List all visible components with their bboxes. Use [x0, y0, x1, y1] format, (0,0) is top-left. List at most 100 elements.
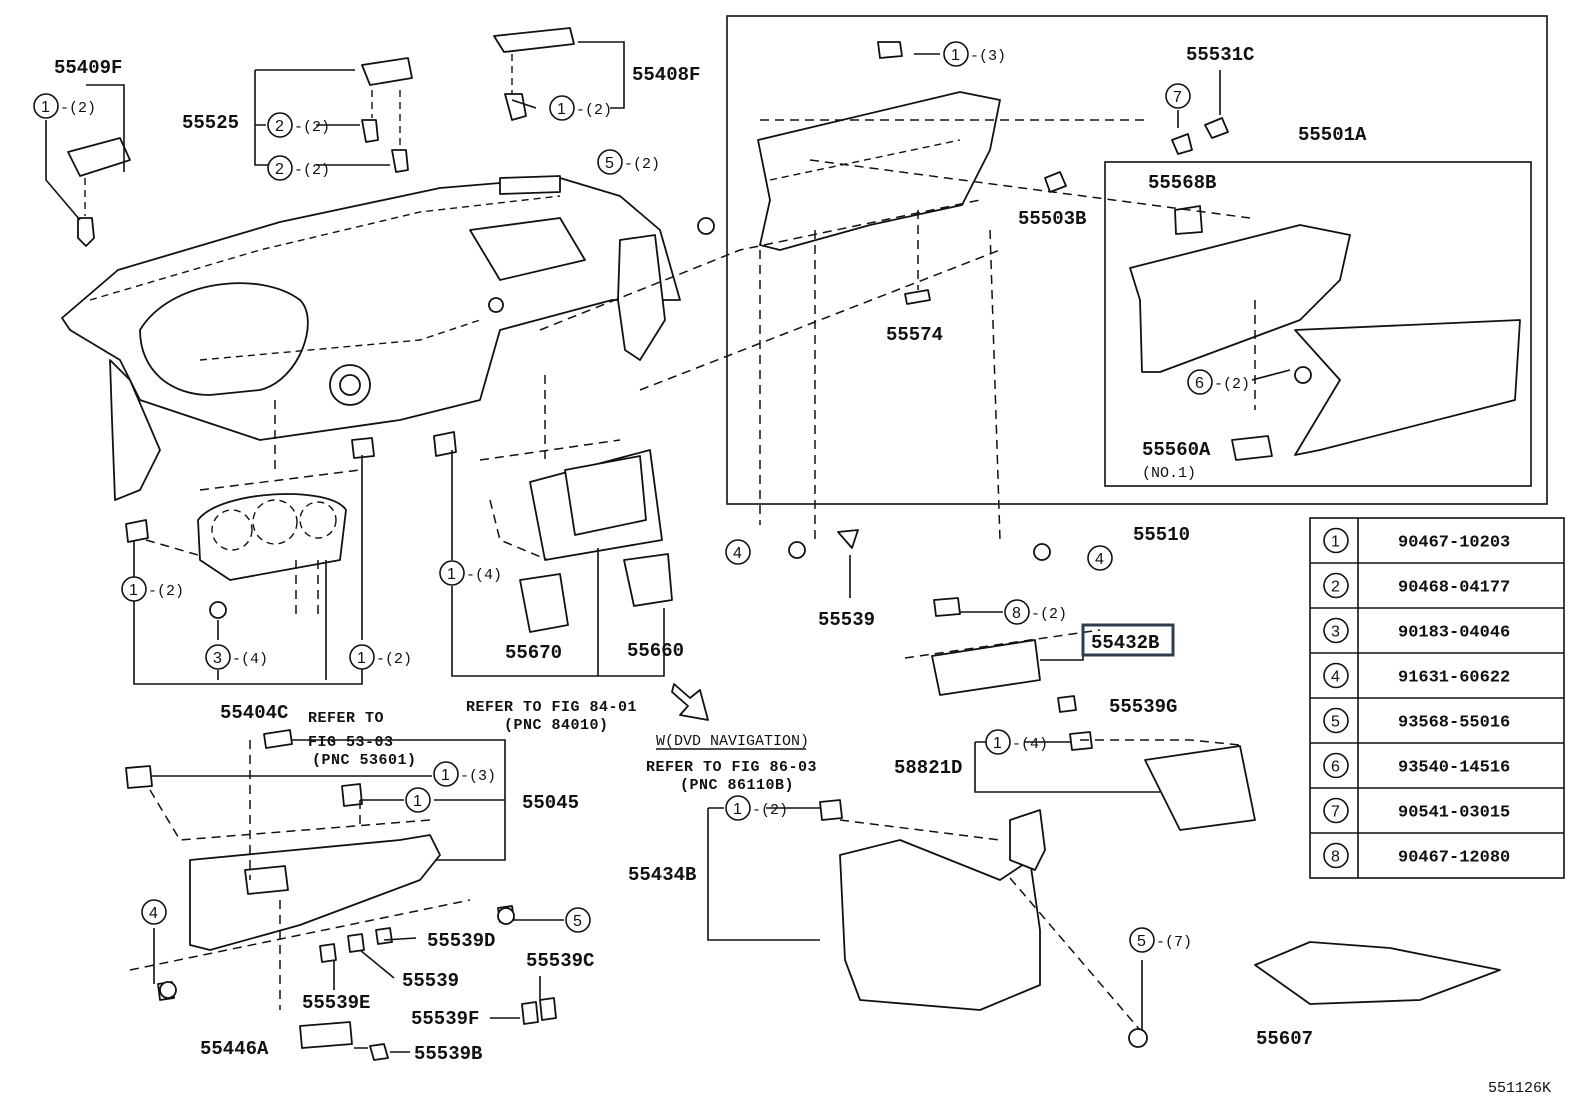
callout-console-5: 5 -(7) [1129, 927, 1192, 953]
glove-box-group-frame [726, 15, 1548, 505]
label-55446A: 55446A [200, 1038, 269, 1060]
legend-number: 1 [1331, 534, 1340, 551]
label-55607: 55607 [1256, 1028, 1313, 1050]
svg-text:5: 5 [573, 913, 582, 930]
label-55539F: 55539F [411, 1008, 479, 1030]
callout-cluster-1-2b: 1 -(2) [349, 644, 412, 670]
callout-1-4: 1 -(4) [439, 560, 502, 586]
label-55539G: 55539G [1109, 696, 1177, 718]
legend-part-number: 91631-60622 [1398, 669, 1510, 688]
ref-fig53-line3: (PNC 53601) [312, 752, 417, 769]
callout-top-3: 1-(3) [943, 41, 1006, 67]
highlight-box-55432B [1081, 623, 1175, 657]
svg-text:1: 1 [357, 650, 366, 667]
svg-text:1: 1 [993, 735, 1002, 752]
legend-number-circle [1323, 752, 1349, 779]
svg-text:2: 2 [275, 118, 284, 135]
legend-number: 8 [1331, 849, 1340, 866]
ref-fig53-line1: REFER TO [308, 710, 384, 727]
ref-fig86-line1: REFER TO FIG 86-03 [646, 759, 817, 776]
label-55539E: 55539E [302, 992, 370, 1014]
callout-55525-b: 2 -(2) [267, 155, 330, 181]
center-panel-drawing [433, 431, 709, 721]
svg-text:4: 4 [1095, 551, 1104, 568]
label-55045: 55045 [522, 792, 579, 814]
label-55539B: 55539B [414, 1043, 482, 1065]
callout-8-2: 8-(2) [1004, 599, 1067, 625]
svg-text:-(4): -(4) [466, 567, 502, 584]
legend-number-circle [1323, 797, 1349, 824]
legend-part-number: 90541-03015 [1398, 804, 1510, 823]
label-55574: 55574 [886, 324, 943, 346]
legend-part-number: 93568-55016 [1398, 714, 1510, 733]
label-55503B: 55503B [1018, 208, 1086, 230]
svg-text:-(2): -(2) [376, 651, 412, 668]
dvd-navigation-note: W(DVD NAVIGATION) [656, 733, 809, 750]
svg-text:-(2): -(2) [294, 119, 330, 136]
svg-text:-(2): -(2) [752, 802, 788, 819]
legend-number-circle [1323, 842, 1349, 869]
callout-55045-1: 1 [405, 787, 431, 813]
legend-number-circle [1323, 662, 1349, 689]
legend-number-circle [1323, 707, 1349, 734]
svg-text:1: 1 [41, 99, 50, 116]
svg-text:5: 5 [1137, 933, 1146, 950]
callout-58821D: 1 -(4) [985, 729, 1048, 755]
label-55434B: 55434B [628, 864, 696, 886]
cluster-bezel-drawing [125, 437, 375, 619]
legend-part-number: 90467-12080 [1398, 849, 1510, 868]
svg-text:-(2): -(2) [1214, 376, 1250, 393]
legend-number-circle [1323, 617, 1349, 644]
ref-fig84-line2: (PNC 84010) [504, 717, 609, 734]
legend-number-circle [1323, 527, 1349, 554]
callout-55434B: 1 -(2) [725, 795, 788, 821]
svg-text:1: 1 [733, 801, 742, 818]
label-55409F: 55409F [54, 57, 122, 79]
svg-text:2: 2 [275, 161, 284, 178]
figure-code: 551126K [1488, 1080, 1551, 1097]
label-55539D: 55539D [427, 930, 495, 952]
callout-leaders [45, 41, 1291, 1053]
callout-lower-4: 4 [141, 899, 167, 925]
svg-text:1: 1 [951, 47, 960, 64]
svg-text:-(7): -(7) [1156, 934, 1192, 951]
label-55510: 55510 [1133, 524, 1190, 546]
legend-number: 7 [1331, 804, 1340, 821]
callout-4-left: 4 [725, 539, 751, 565]
dash-to-glovebox-leaders [539, 199, 1001, 391]
label-55404C: 55404C [220, 702, 288, 724]
cluster-leaders [145, 400, 361, 620]
svg-text:7: 7 [1173, 89, 1182, 106]
legend-part-number: 90468-04177 [1398, 579, 1510, 598]
label-55560A-note: (NO.1) [1142, 465, 1196, 482]
label-55501A: 55501A [1298, 124, 1367, 146]
ref-fig86-line2: (PNC 86110B) [680, 777, 794, 794]
center-panel-leaders [479, 375, 621, 561]
label-58821D: 58821D [894, 757, 962, 779]
callout-7: 7 [1165, 83, 1191, 109]
console-drawing [159, 217, 1501, 1048]
callout-55525-a: 2 -(2) [267, 112, 330, 138]
label-55531C: 55531C [1186, 44, 1254, 66]
glove-box-drawing [757, 41, 1521, 461]
svg-text:-(2): -(2) [576, 102, 612, 119]
legend-part-number: 90183-04046 [1398, 624, 1510, 643]
legend-number: 2 [1331, 579, 1340, 596]
svg-text:1: 1 [441, 767, 450, 784]
callout-lower-5: 5 [565, 907, 591, 933]
svg-text:-(2): -(2) [294, 162, 330, 179]
svg-text:-(2): -(2) [148, 583, 184, 600]
svg-text:-(3): -(3) [460, 768, 496, 785]
svg-text:-(4): -(4) [1012, 736, 1048, 753]
callout-cluster-3-4: 3-(4) [205, 644, 268, 670]
callouts: 1-(3) 1-(2) 2-(2) 2-(2) 1-(2) 5-(2) 7 6-… [33, 41, 1250, 953]
callout-6-2: 6-(2) [1187, 369, 1250, 395]
svg-text:1: 1 [447, 566, 456, 583]
label-55408F: 55408F [632, 64, 700, 86]
label-55525: 55525 [182, 112, 239, 134]
label-55539C: 55539C [526, 950, 594, 972]
svg-text:1: 1 [129, 582, 138, 599]
svg-text:-(2): -(2) [1031, 606, 1067, 623]
